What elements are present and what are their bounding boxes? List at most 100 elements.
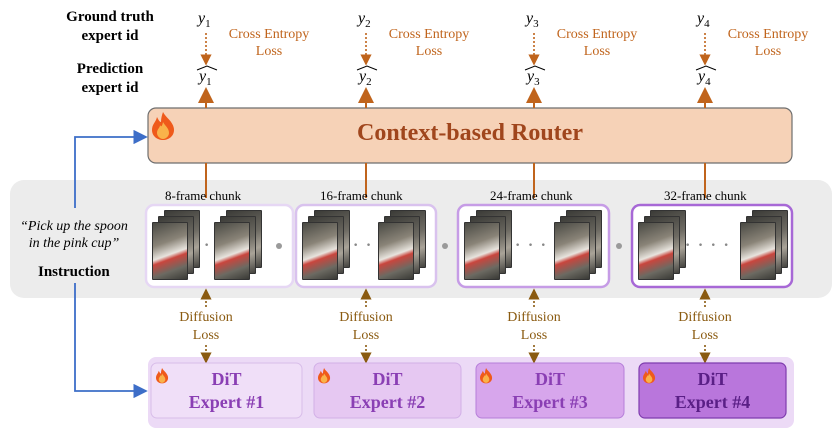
diffusion-loss-line1: Diffusion bbox=[179, 310, 233, 325]
diffusion-dotted-arrows bbox=[200, 288, 711, 364]
pred-label-4: y4 bbox=[698, 68, 711, 88]
pred-y: y bbox=[698, 68, 706, 85]
expert-container bbox=[148, 357, 794, 428]
router-title: Context-based Router bbox=[357, 120, 583, 146]
ce-loss-line1: Cross Entropy bbox=[228, 27, 310, 42]
ce-loss-line1: Cross Entropy bbox=[556, 27, 638, 42]
instruction-quote-line2: in the pink cup” bbox=[28, 236, 120, 251]
diffusion-loss-line2: Loss bbox=[520, 328, 548, 343]
pred-header-line1: Prediction bbox=[76, 61, 144, 77]
video-frame bbox=[740, 222, 776, 280]
expert-model: DiT bbox=[372, 369, 403, 389]
prediction-hats bbox=[196, 65, 717, 71]
diffusion-loss-line2: Loss bbox=[691, 328, 719, 343]
pred-label-2: y2 bbox=[359, 68, 372, 88]
diffusion-loss-line1: Diffusion bbox=[339, 310, 393, 325]
pred-y: y bbox=[359, 68, 367, 85]
video-frame bbox=[152, 222, 188, 280]
gt-sub: 1 bbox=[205, 18, 211, 31]
instruction-arrows bbox=[74, 129, 148, 399]
gt-sub: 4 bbox=[704, 18, 710, 31]
fire-icon bbox=[643, 368, 656, 384]
diffusion-loss-line1: Diffusion bbox=[678, 310, 732, 325]
ce-loss-line2: Loss bbox=[754, 44, 782, 59]
pred-y: y bbox=[527, 68, 535, 85]
gt-label-1: y1 bbox=[198, 10, 211, 30]
diffusion-loss-line2: Loss bbox=[192, 328, 220, 343]
pred-sub: 4 bbox=[705, 76, 711, 89]
video-frame bbox=[554, 222, 590, 280]
ce-loss-line1: Cross Entropy bbox=[727, 27, 809, 42]
diffusion-loss-line2: Loss bbox=[352, 328, 380, 343]
fire-icon bbox=[480, 368, 493, 384]
chunk-to-router-lines bbox=[205, 163, 706, 198]
chunk-separator-dots bbox=[276, 243, 622, 249]
chunk-ellipsis-1: · bbox=[203, 232, 211, 257]
chunk-label-1: 8-frame chunk bbox=[165, 188, 242, 203]
diffusion-loss-line1: Diffusion bbox=[507, 310, 561, 325]
gt-sub: 2 bbox=[365, 18, 371, 31]
expert-id: Expert #1 bbox=[188, 392, 265, 412]
fire-icon bbox=[156, 368, 169, 384]
pred-label-1: y1 bbox=[199, 68, 212, 88]
ce-loss-line2: Loss bbox=[415, 44, 443, 59]
expert-model: DiT bbox=[697, 369, 728, 389]
expert-label-2: DiT Expert #2 bbox=[314, 368, 461, 414]
pred-sub: 3 bbox=[534, 76, 540, 89]
pred-label-3: y3 bbox=[527, 68, 540, 88]
expert-id: Expert #3 bbox=[512, 392, 588, 412]
gt-header: Ground truth expert id bbox=[50, 8, 170, 46]
pred-header-line2: expert id bbox=[81, 80, 139, 96]
fire-icon bbox=[152, 112, 174, 140]
chunk-ellipsis-4: · · · · bbox=[684, 232, 730, 257]
router-box bbox=[147, 107, 793, 164]
gt-label-4: y4 bbox=[697, 10, 710, 30]
gt-y: y bbox=[198, 10, 206, 27]
gt-header-line2: expert id bbox=[81, 28, 139, 44]
video-frame bbox=[464, 222, 500, 280]
expert-id: Expert #4 bbox=[674, 392, 751, 412]
expert-box-3 bbox=[475, 362, 625, 419]
expert-box-2 bbox=[313, 362, 462, 419]
chunk-ellipsis-2: · · bbox=[352, 232, 373, 257]
video-frame bbox=[302, 222, 338, 280]
pred-header: Prediction expert id bbox=[50, 60, 170, 98]
gt-y: y bbox=[697, 10, 705, 27]
chunk-label-2: 16-frame chunk bbox=[320, 188, 403, 203]
video-frame bbox=[214, 222, 250, 280]
gt-label-3: y3 bbox=[526, 10, 539, 30]
expert-label-1: DiT Expert #1 bbox=[151, 368, 302, 414]
expert-model: DiT bbox=[534, 369, 565, 389]
pred-sub: 1 bbox=[206, 76, 212, 89]
fire-icon bbox=[318, 368, 331, 384]
pred-y: y bbox=[199, 68, 207, 85]
expert-box-1 bbox=[150, 362, 303, 419]
chunk-ellipsis-3: · · · bbox=[514, 232, 547, 257]
gt-header-line1: Ground truth bbox=[66, 9, 154, 25]
instruction-label: Instruction bbox=[38, 264, 110, 280]
chunk-label-3: 24-frame chunk bbox=[490, 188, 573, 203]
ce-loss-line2: Loss bbox=[255, 44, 283, 59]
expert-model: DiT bbox=[211, 369, 242, 389]
video-frame bbox=[638, 222, 674, 280]
pred-sub: 2 bbox=[366, 76, 372, 89]
expert-label-3: DiT Expert #3 bbox=[476, 368, 624, 414]
chunk-label-4: 32-frame chunk bbox=[664, 188, 747, 203]
ce-loss-line2: Loss bbox=[583, 44, 611, 59]
instruction-quote: “Pick up the spoon in the pink cup” bbox=[8, 218, 140, 252]
instruction-quote-line1: “Pick up the spoon bbox=[20, 219, 128, 234]
expert-label-4: DiT Expert #4 bbox=[639, 368, 786, 414]
expert-box-4 bbox=[638, 362, 787, 419]
expert-id: Expert #2 bbox=[349, 392, 426, 412]
ce-loss-line1: Cross Entropy bbox=[388, 27, 470, 42]
router-output-arrows bbox=[198, 87, 713, 108]
gt-sub: 3 bbox=[533, 18, 539, 31]
